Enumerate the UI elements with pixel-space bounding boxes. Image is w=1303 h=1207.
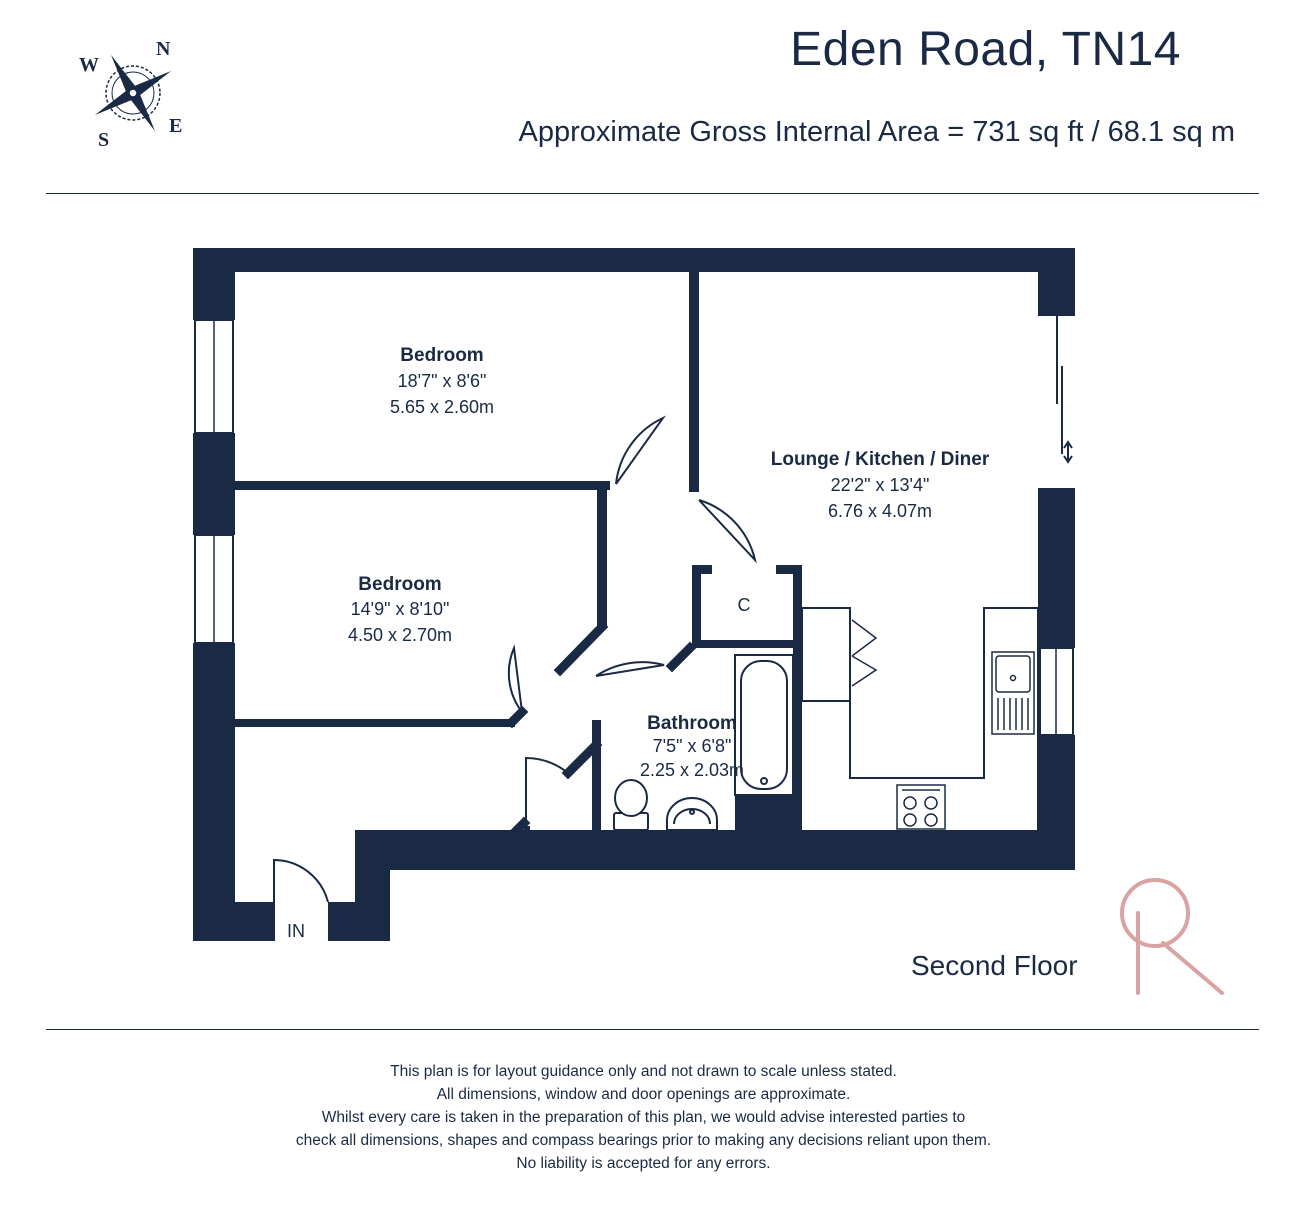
- kitchen-unit-tall: [801, 607, 851, 702]
- door-bedroom2: [507, 644, 523, 713]
- wall-left-upper: [193, 248, 235, 320]
- basin-icon: [666, 797, 718, 831]
- room-metric-bathroom: 2.25 x 2.03m: [640, 760, 744, 780]
- floor-label: Second Floor: [911, 950, 1078, 981]
- wall-bath-left: [592, 720, 601, 832]
- wall-right-low: [1038, 735, 1075, 870]
- bottom-divider: [46, 1029, 1259, 1030]
- room-metric-bedroom2: 4.50 x 2.70m: [348, 625, 452, 645]
- disclaimer-line: All dimensions, window and door openings…: [436, 1086, 851, 1103]
- door-corridor-cupboard: [525, 756, 569, 826]
- compass-w: W: [79, 54, 99, 76]
- compass-rose-icon: N W E S: [79, 38, 182, 151]
- gross-area-text: Approximate Gross Internal Area = 731 sq…: [518, 116, 1235, 148]
- wall-bottom-left: [193, 902, 275, 941]
- disclaimer-line: check all dimensions, shapes and compass…: [295, 1132, 992, 1149]
- bath-icon: [734, 654, 794, 796]
- wall-left-mid: [193, 433, 235, 535]
- brand-logo: [1120, 878, 1224, 995]
- entrance-label: IN: [287, 921, 305, 941]
- compass-e: E: [169, 115, 182, 137]
- wall-right-mid: [1038, 488, 1075, 648]
- wall-corridor-stub: [524, 826, 530, 832]
- wall-bed1-corridor: [597, 481, 607, 629]
- toilet-icon: [613, 779, 649, 831]
- room-imperial-lounge: 22'2" x 13'4": [831, 475, 930, 495]
- door-entrance: [273, 858, 329, 903]
- wall-right-top: [1038, 248, 1075, 316]
- wall-bedroom-divider: [235, 481, 610, 490]
- room-metric-bedroom1: 5.65 x 2.60m: [390, 397, 494, 417]
- room-metric-lounge: 6.76 x 4.07m: [828, 501, 932, 521]
- wall-living-partition: [689, 272, 699, 492]
- wall-top: [193, 248, 1075, 272]
- room-imperial-bathroom: 7'5" x 6'8": [653, 736, 732, 756]
- top-divider: [46, 193, 1259, 194]
- room-name-bedroom2: Bedroom: [358, 574, 441, 595]
- compass-s: S: [98, 129, 109, 151]
- wall-left-lower: [193, 643, 235, 941]
- disclaimer-line: This plan is for layout guidance only an…: [390, 1063, 897, 1080]
- hob-icon: [896, 784, 946, 830]
- disclaimer: This plan is for layout guidance only an…: [0, 1060, 1287, 1175]
- room-imperial-bedroom2: 14'9" x 8'10": [351, 599, 450, 619]
- disclaimer-line: Whilst every care is taken in the prepar…: [321, 1109, 966, 1126]
- compass-n: N: [156, 38, 171, 60]
- wall-cupboard-top-r: [776, 565, 802, 574]
- sink-icon: [991, 651, 1035, 735]
- wall-cupboard-left: [692, 565, 701, 648]
- wall-bottom-main: [355, 830, 1075, 870]
- wall-bed2-bottom: [235, 719, 515, 727]
- door-living: [698, 499, 757, 564]
- room-imperial-bedroom1: 18'7" x 8'6": [398, 371, 487, 391]
- wall-cupboard-top-l: [692, 565, 712, 574]
- kitchen-counter-l: [849, 607, 1039, 830]
- disclaimer-line: No liability is accepted for any errors.: [516, 1155, 771, 1172]
- page-title: Eden Road, TN14: [790, 23, 1181, 76]
- room-name-bedroom1: Bedroom: [400, 345, 483, 366]
- room-name-lounge: Lounge / Kitchen / Diner: [771, 449, 990, 470]
- wall-cupboard-right: [793, 565, 802, 830]
- room-name-bathroom: Bathroom: [647, 713, 737, 734]
- door-bathroom: [595, 661, 665, 677]
- cupboard-label: C: [738, 595, 751, 615]
- wall-cupboard-bottom: [692, 640, 794, 648]
- door-bedroom1: [615, 415, 667, 485]
- wall-bath-block: [735, 795, 797, 835]
